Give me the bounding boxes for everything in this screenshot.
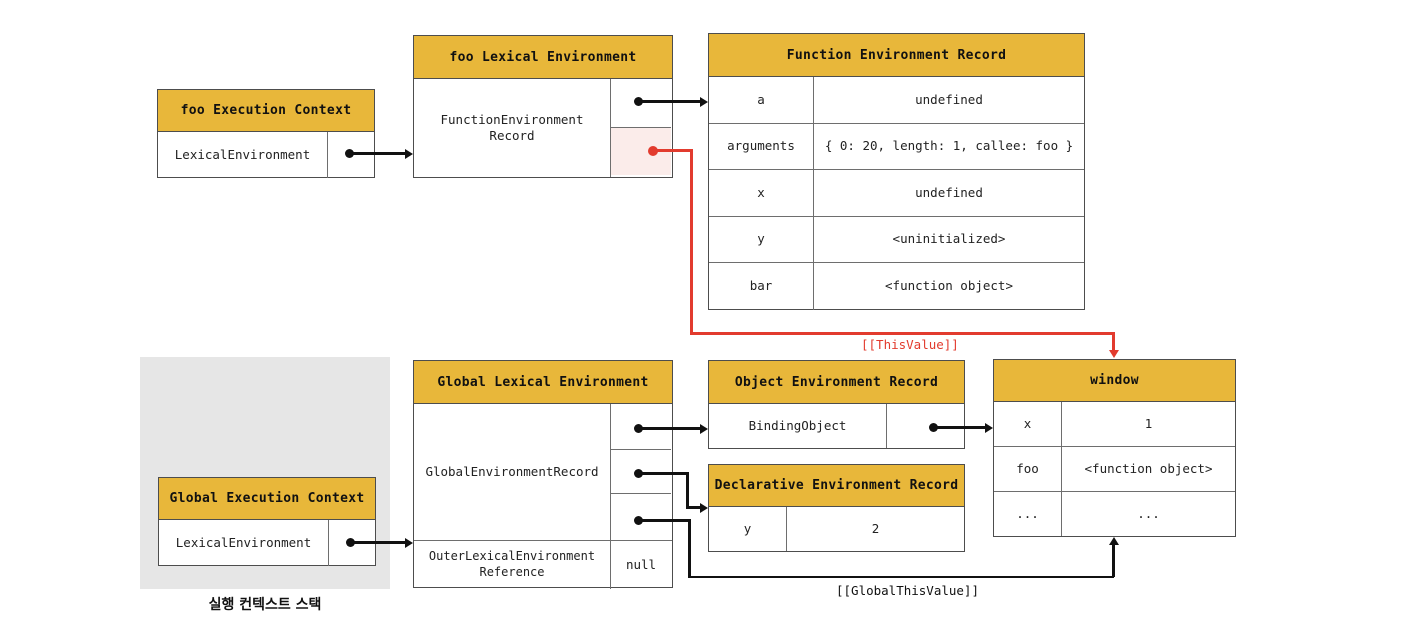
declarative-environment-record-header: Declarative Environment Record	[709, 465, 964, 507]
table-row: x undefined	[709, 170, 1084, 217]
foo-lexical-environment-box: foo Lexical Environment FunctionEnvironm…	[413, 35, 673, 178]
table-row: foo <function object>	[994, 447, 1235, 492]
connector-line-global-this-v1	[688, 519, 691, 578]
table-row: FunctionEnvironment Record	[414, 79, 672, 177]
global-lexical-environment-header: Global Lexical Environment	[414, 361, 672, 404]
fer-binding-value: { 0: 20, length: 1, callee: foo }	[824, 138, 1074, 154]
table-row: LexicalEnvironment	[158, 132, 374, 178]
connector-arrowhead-oer	[700, 423, 708, 434]
foo-execution-context-box: foo Execution Context LexicalEnvironment	[157, 89, 375, 178]
foo-le-env-record-pointer-cell	[611, 79, 671, 128]
fer-binding-value: undefined	[915, 91, 983, 107]
function-environment-record-box: Function Environment Record a undefined …	[708, 33, 1085, 310]
connector-arrowhead-window	[985, 422, 993, 433]
connector-line-gle-der-v1	[686, 472, 689, 508]
fer-binding-value: <uninitialized>	[892, 231, 1006, 247]
connector-line-foo-ec-to-foo-le	[349, 152, 405, 155]
connector-line-gle-der-h1	[638, 472, 688, 475]
global-lexical-environment-box: Global Lexical Environment GlobalEnviron…	[413, 360, 673, 589]
fer-binding-value: <function object>	[885, 278, 1013, 294]
declarative-environment-record-box: Declarative Environment Record y 2	[708, 464, 965, 552]
oer-binding-object-label: BindingObject	[709, 404, 887, 448]
connector-arrowhead-this-value	[1108, 350, 1119, 358]
object-environment-record-box: Object Environment Record BindingObject	[708, 360, 965, 449]
foo-lexical-environment-header: foo Lexical Environment	[414, 36, 672, 79]
table-row: y <uninitialized>	[709, 216, 1084, 263]
window-property-name: x	[994, 402, 1062, 446]
fer-binding-name: arguments	[709, 123, 814, 169]
gle-outer-lexical-environment-reference-value: null	[625, 556, 657, 572]
table-row: ... ...	[994, 492, 1235, 536]
connector-arrowhead-gle	[405, 537, 413, 548]
der-binding-value: 2	[871, 520, 880, 536]
edge-label-this-value: [[ThisValue]]	[861, 337, 959, 352]
table-row: x 1	[994, 402, 1235, 447]
fer-binding-value: undefined	[915, 184, 983, 200]
window-property-value: <function object>	[1084, 460, 1213, 476]
table-row: GlobalEnvironmentRecord	[414, 404, 672, 541]
table-row: LexicalEnvironment	[159, 520, 375, 566]
connector-line-global-this-h1	[638, 519, 690, 522]
table-row: BindingObject	[709, 404, 964, 448]
edge-label-global-this-value: [[GlobalThisValue]]	[836, 583, 979, 598]
connector-line-foo-le-to-fer	[638, 100, 700, 103]
connector-line-global-this-h2	[688, 575, 1114, 578]
object-environment-record-header: Object Environment Record	[709, 361, 964, 404]
connector-arrowhead-global-this	[1108, 537, 1119, 545]
window-property-value: ...	[1137, 505, 1160, 521]
connector-line-global-ec-to-gle	[350, 541, 405, 544]
gle-outer-lexical-environment-reference-label: OuterLexicalEnvironment Reference	[414, 541, 611, 589]
fer-binding-name: bar	[709, 263, 814, 310]
foo-ec-lexical-environment-label: LexicalEnvironment	[158, 132, 328, 178]
connector-line-global-this-v2	[1112, 545, 1115, 577]
window-property-value: 1	[1144, 415, 1153, 431]
connector-line-this-value-h1	[653, 149, 692, 152]
global-execution-context-header: Global Execution Context	[159, 478, 375, 520]
connector-line-gle-der-h2	[686, 506, 702, 509]
function-environment-record-header: Function Environment Record	[709, 34, 1084, 77]
foo-le-this-value-pointer-cell	[611, 128, 671, 175]
table-row: arguments { 0: 20, length: 1, callee: fo…	[709, 123, 1084, 170]
gle-object-env-pointer-cell	[611, 404, 671, 450]
fer-binding-name: a	[709, 77, 814, 123]
connector-line-this-value-v2	[1112, 332, 1115, 352]
connector-line-gle-to-oer	[638, 427, 700, 430]
window-object-box: window x 1 foo <function object> ... ...	[993, 359, 1236, 537]
gle-declarative-env-pointer-cell	[611, 450, 671, 495]
connector-line-this-value-h2	[690, 332, 1114, 335]
window-property-name: foo	[994, 447, 1062, 491]
table-row: y 2	[709, 507, 964, 551]
table-row: a undefined	[709, 77, 1084, 124]
table-row: OuterLexicalEnvironment Reference null	[414, 541, 672, 589]
connector-line-this-value-v1	[690, 149, 693, 334]
table-row: bar <function object>	[709, 263, 1084, 310]
connector-arrowhead-der	[700, 502, 708, 513]
fer-binding-name: y	[709, 216, 814, 262]
window-object-header: window	[994, 360, 1235, 402]
global-execution-context-box: Global Execution Context LexicalEnvironm…	[158, 477, 376, 566]
global-ec-lexical-environment-label: LexicalEnvironment	[159, 520, 329, 566]
fer-binding-name: x	[709, 170, 814, 216]
connector-arrowhead-foo-le	[405, 148, 413, 159]
gle-global-environment-record-label: GlobalEnvironmentRecord	[414, 404, 611, 540]
execution-context-stack-caption: 실행 컨텍스트 스택	[208, 597, 322, 613]
connector-line-oer-to-window	[933, 426, 985, 429]
foo-le-function-environment-record-label: FunctionEnvironment Record	[414, 79, 611, 177]
foo-execution-context-header: foo Execution Context	[158, 90, 374, 132]
window-property-name: ...	[994, 492, 1062, 536]
connector-arrowhead-fer	[700, 96, 708, 107]
der-binding-name: y	[709, 507, 787, 551]
